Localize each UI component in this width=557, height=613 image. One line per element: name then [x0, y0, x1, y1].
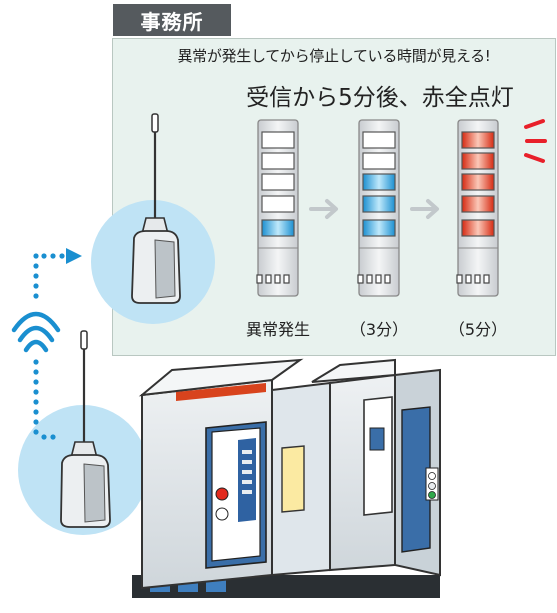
- headline: 異常が発生してから停止している時間が見える!: [177, 47, 491, 65]
- office-label: 事務所: [113, 4, 231, 36]
- machine-tool: [132, 358, 441, 598]
- flash-marks: [524, 119, 547, 163]
- signal-tower-3: [456, 119, 499, 297]
- stage-label-2: （3分）: [349, 320, 409, 339]
- stage-label-3: （5分）: [448, 320, 508, 339]
- wireless-signal: [11, 248, 82, 440]
- signal-tower-2: [357, 119, 400, 297]
- progress-arrows: [309, 199, 439, 219]
- signal-tower-1: [256, 119, 299, 297]
- subheadline: 受信から5分後、赤全点灯: [246, 85, 514, 111]
- receiver-device: [91, 113, 215, 324]
- stage-label-1: 異常発生: [245, 320, 310, 339]
